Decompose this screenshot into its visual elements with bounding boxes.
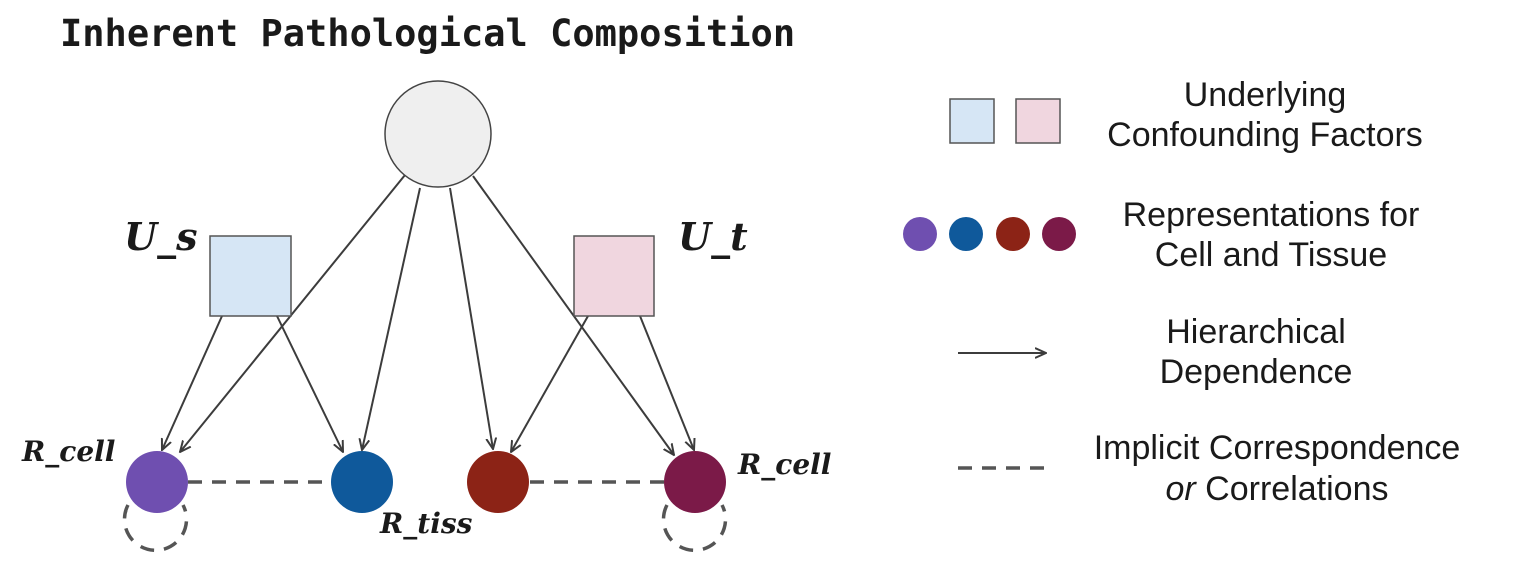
- legend-representations: Representations for Cell and Tissue: [903, 196, 1419, 274]
- legend-square-blue: [949, 98, 995, 144]
- legend-implicit-rest: Correlations: [1196, 470, 1389, 508]
- r-cell-right-node: [664, 451, 726, 513]
- edge-u-s-to-r-cell-left: [162, 315, 223, 450]
- edge-root-to-r-cell-left: [180, 174, 406, 452]
- diagram-title: Inherent Pathological Composition: [60, 12, 795, 55]
- r-cell-right-label: R_cell: [737, 448, 831, 481]
- legend-implicit-emphasis: or: [1166, 470, 1198, 508]
- u-s-label: U_s: [124, 214, 198, 259]
- dashed-self-loop-left: [122, 504, 189, 553]
- legend-implicit-line1: Implicit Correspondence: [1094, 429, 1461, 467]
- legend-representations-line2: Cell and Tissue: [1155, 236, 1387, 274]
- u-t-label: U_t: [678, 214, 748, 259]
- legend-hierarchical-line1: Hierarchical: [1166, 313, 1346, 351]
- r-cell-left-label: R_cell: [21, 435, 115, 468]
- legend-dot-red: [996, 217, 1030, 251]
- edge-u-t-to-r-cell-right: [639, 315, 694, 450]
- r-dark-red-node: [467, 451, 529, 513]
- r-tiss-node: [331, 451, 393, 513]
- legend-hierarchical-line2: Dependence: [1160, 353, 1353, 391]
- root-node: [384, 80, 492, 188]
- u-s-square: [209, 235, 292, 317]
- r-tiss-label: R_tiss: [379, 507, 473, 540]
- legend-representations-line1: Representations for: [1123, 196, 1420, 234]
- legend-implicit-line2: or Correlations: [1166, 470, 1389, 508]
- r-cell-left-node: [126, 451, 188, 513]
- legend-square-pink: [1015, 98, 1061, 144]
- legend: Underlying Confounding Factors Represent…: [903, 76, 1460, 508]
- legend-implicit: Implicit Correspondence or Correlations: [958, 429, 1460, 508]
- edge-root-to-r-dark-red: [449, 187, 493, 449]
- legend-dot-maroon: [1042, 217, 1076, 251]
- correlation-links: [122, 480, 728, 553]
- legend-hierarchical: Hierarchical Dependence: [958, 313, 1352, 391]
- u-t-square: [573, 235, 655, 317]
- edge-root-to-r-tiss: [362, 187, 421, 450]
- legend-confounding-line2: Confounding Factors: [1107, 116, 1423, 154]
- legend-dot-blue: [949, 217, 983, 251]
- dashed-self-loop-right: [661, 504, 728, 553]
- edge-u-t-to-r-dark-red: [511, 315, 589, 452]
- dependence-edges: [162, 174, 694, 455]
- legend-confounding-line1: Underlying: [1184, 76, 1347, 114]
- legend-dot-purple: [903, 217, 937, 251]
- edge-u-s-to-r-tiss: [276, 315, 343, 452]
- legend-confounding: Underlying Confounding Factors: [949, 76, 1423, 154]
